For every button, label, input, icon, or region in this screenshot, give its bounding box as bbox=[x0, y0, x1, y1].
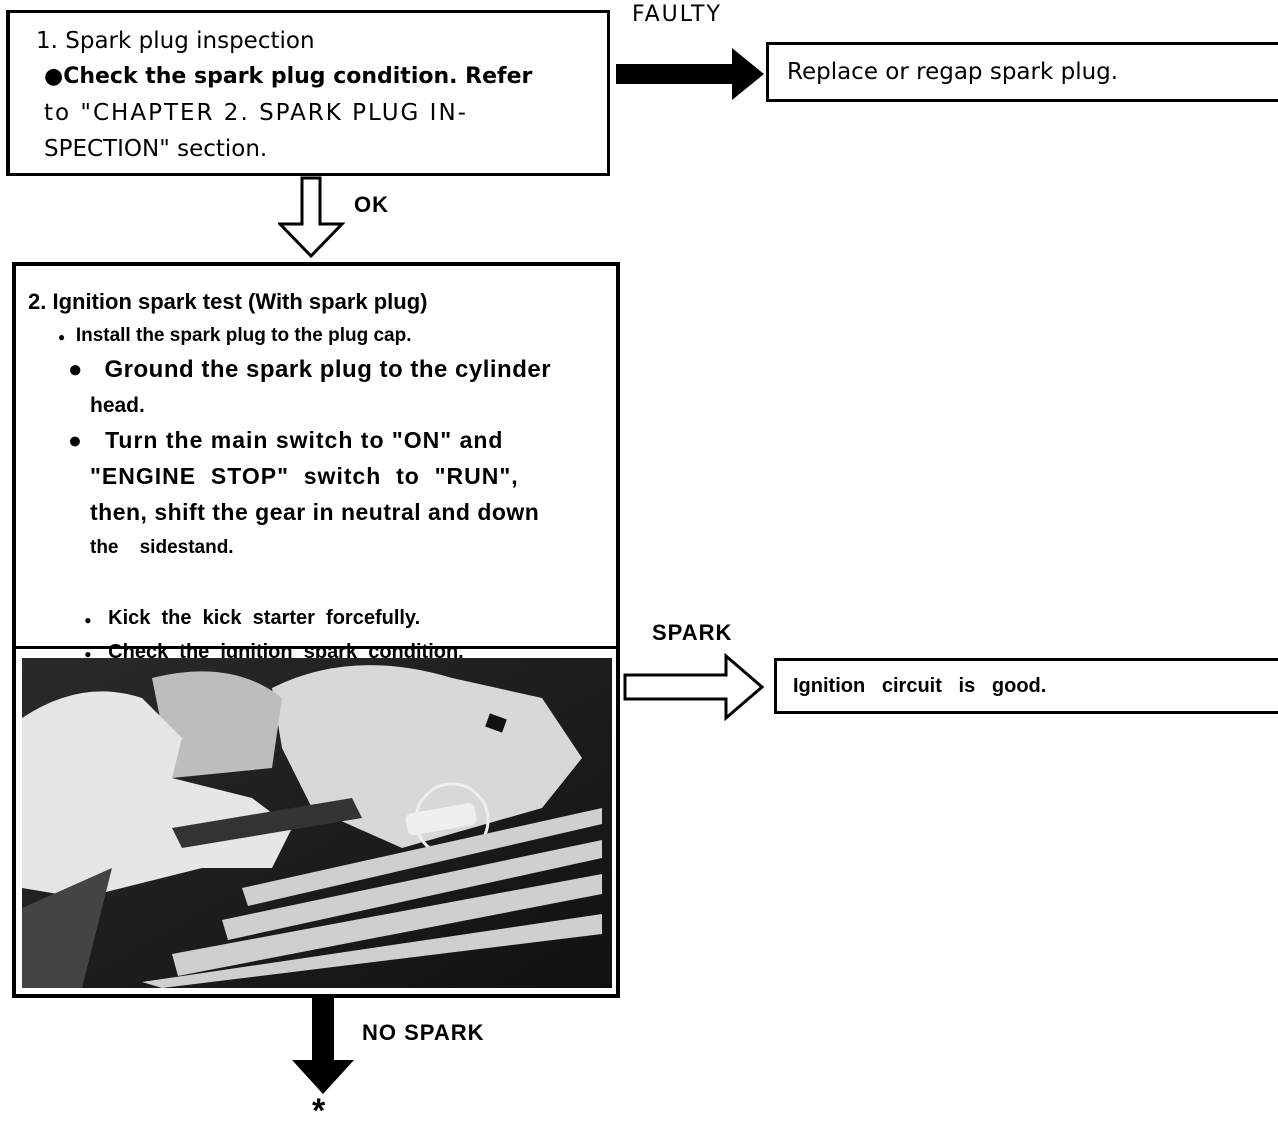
step1-box: 1. Spark plug inspection ●Check the spar… bbox=[6, 10, 610, 176]
step2-bullet4: ● Kick the kick starter forcefully. bbox=[62, 564, 420, 674]
spark-result-text: Ignition circuit is good. bbox=[793, 675, 1047, 697]
engine-photo bbox=[22, 658, 612, 988]
faulty-result-text: Replace or regap spark plug. bbox=[787, 59, 1119, 85]
faulty-arrow-icon bbox=[616, 48, 764, 100]
spark-arrow-icon bbox=[623, 652, 765, 722]
step2-divider bbox=[16, 646, 616, 649]
no-spark-label: NO SPARK bbox=[362, 1020, 485, 1045]
step1-line3: SPECTION" section. bbox=[44, 136, 268, 162]
bullet-dot-icon: ● bbox=[84, 647, 92, 661]
step2-b3c: then, shift the gear in neutral and down bbox=[90, 499, 540, 525]
bullet-dot-icon: ● bbox=[84, 613, 92, 627]
step1-title: 1. Spark plug inspection bbox=[36, 28, 315, 54]
step2-b3d: the sidestand. bbox=[90, 537, 234, 558]
step1-line2: to "CHAPTER 2. SPARK PLUG IN- bbox=[44, 100, 468, 126]
bullet-dot-icon: ● bbox=[58, 330, 66, 344]
ok-label: OK bbox=[354, 192, 389, 217]
step2-bullet2: ● Ground the spark plug to the cylinder bbox=[68, 352, 551, 388]
step2-bullet3: ● Turn the main switch to "ON" and bbox=[68, 422, 503, 458]
faulty-result-box: Replace or regap spark plug. bbox=[766, 42, 1278, 102]
faulty-label: FAULTY bbox=[632, 2, 722, 27]
spark-label: SPARK bbox=[652, 620, 733, 645]
ok-arrow-icon bbox=[278, 176, 346, 259]
step2-b3b: "ENGINE STOP" switch to "RUN", bbox=[90, 463, 519, 489]
bullet-dot-icon: ● bbox=[68, 427, 83, 453]
step2-bullet1: ● Install the spark plug to the plug cap… bbox=[58, 318, 412, 355]
bullet-dot-icon: ● bbox=[68, 356, 83, 383]
continuation-mark: * bbox=[312, 1092, 326, 1130]
step2-b2b: head. bbox=[90, 394, 145, 417]
spark-result-box: Ignition circuit is good. bbox=[774, 658, 1278, 714]
step2-b3a-text: Turn the main switch to "ON" and bbox=[105, 427, 504, 453]
step2-title: 2. Ignition spark test (With spark plug) bbox=[28, 289, 428, 314]
step2-b4-text: Kick the kick starter forcefully. bbox=[108, 607, 421, 629]
step2-b1-text: Install the spark plug to the plug cap. bbox=[75, 325, 412, 346]
no-spark-arrow-icon bbox=[292, 998, 354, 1094]
step2-b2a-text: Ground the spark plug to the cylinder bbox=[104, 356, 552, 383]
step2-box: 2. Ignition spark test (With spark plug)… bbox=[12, 262, 620, 998]
step1-bullet: ●Check the spark plug condition. Refer bbox=[44, 64, 533, 89]
